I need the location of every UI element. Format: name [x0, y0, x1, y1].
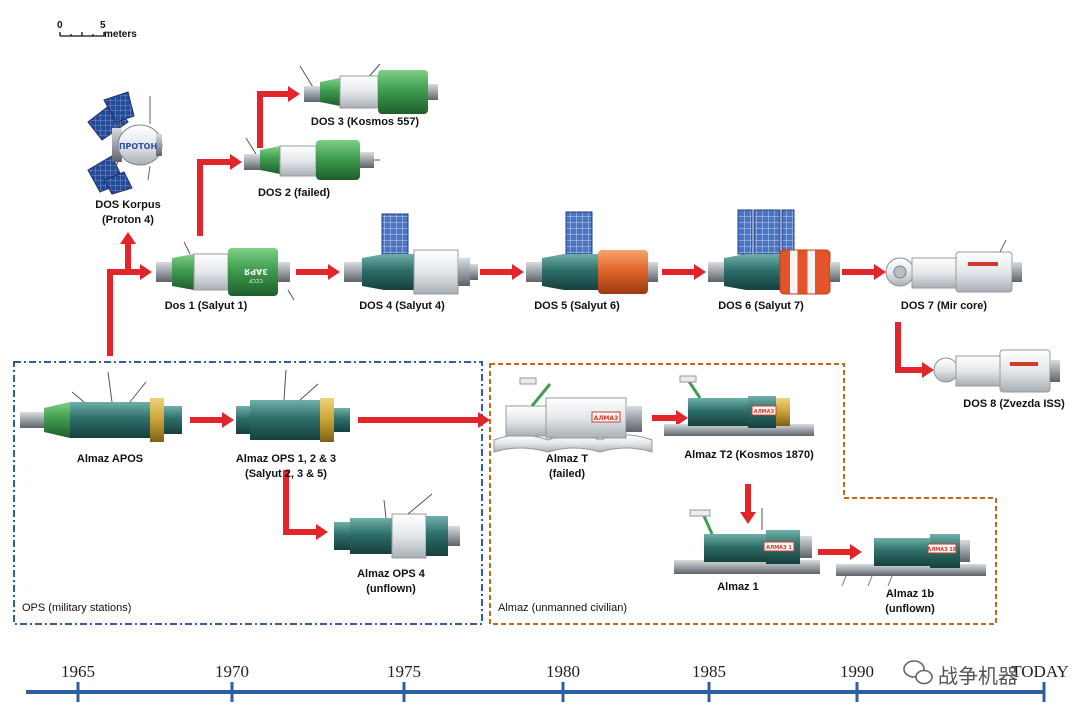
almaz-1-emblem: АЛМАЗ 1	[766, 545, 792, 551]
label-dos-8: DOS 8 (Zvezda ISS)	[963, 398, 1065, 410]
year-1965: 1965	[61, 662, 95, 681]
station-dos-1: ЗАРЯ СССР	[156, 241, 295, 301]
station-dos-3	[299, 63, 438, 114]
station-dos-4	[344, 213, 478, 295]
ops-group-label: OPS (military stations)	[22, 602, 132, 614]
label-dos-2: DOS 2 (failed)	[257, 187, 331, 199]
proton-emblem: ПРОТОН	[119, 142, 157, 151]
station-dos-8	[933, 349, 1060, 393]
scale-unit: meters	[104, 29, 137, 40]
station-almaz-t2: АЛМАЗ	[664, 375, 814, 436]
station-dos-korpus: ПРОТОН	[87, 91, 163, 195]
year-today: TODAY	[1011, 662, 1069, 681]
station-almaz-t: АЛМАЗ	[493, 377, 653, 453]
station-almaz-ops-4	[334, 493, 460, 559]
label-almaz-1: Almaz 1	[717, 581, 759, 593]
label-dos-6: DOS 6 (Salyut 7)	[718, 300, 804, 312]
label-dos-4: DOS 4 (Salyut 4)	[359, 300, 445, 312]
label-almaz-apos: Almaz APOS	[76, 453, 144, 465]
label-dos-korpus: DOS Korpus(Proton 4)	[95, 199, 161, 226]
wechat-icon	[903, 660, 933, 685]
label-almaz-ops-123: Almaz OPS 1, 2 & 3(Salyut 2, 3 & 5)	[235, 453, 337, 480]
station-almaz-1: АЛМАЗ 1	[674, 508, 820, 574]
watermark-text: 战争机器	[938, 664, 1018, 688]
almaz-group-border	[489, 363, 997, 625]
station-almaz-apos	[20, 371, 182, 442]
station-dos-2	[244, 137, 380, 180]
lineage-arrows	[107, 86, 934, 560]
label-almaz-ops-4: Almaz OPS 4(unflown)	[357, 568, 425, 595]
station-almaz-1b: АЛМАЗ 1Б	[836, 534, 986, 587]
almaz-t2-emblem: АЛМАЗ	[754, 409, 775, 415]
year-1990: 1990	[840, 662, 874, 681]
label-dos-1: Dos 1 (Salyut 1)	[164, 300, 248, 312]
scale-bar	[59, 32, 105, 37]
label-almaz-t2: Almaz T2 (Kosmos 1870)	[684, 449, 814, 461]
station-dos-7	[885, 239, 1022, 293]
station-dos-6	[708, 209, 840, 295]
year-1980: 1980	[546, 662, 580, 681]
label-almaz-1b: Almaz 1b(unflown)	[885, 588, 935, 615]
label-dos-5: DOS 5 (Salyut 6)	[534, 300, 620, 312]
station-almaz-ops-123	[236, 369, 350, 442]
label-dos-7: DOS 7 (Mir core)	[900, 300, 988, 312]
ops-group-border	[13, 361, 483, 625]
label-dos-3: DOS 3 (Kosmos 557)	[310, 116, 420, 128]
almaz-1b-emblem: АЛМАЗ 1Б	[927, 547, 957, 553]
year-1975: 1975	[387, 662, 421, 681]
ussr-emblem: СССР	[249, 277, 263, 283]
almaz-group-label: Almaz (unmanned civilian)	[498, 602, 627, 614]
label-almaz-t: Almaz T(failed)	[545, 453, 589, 480]
zarya-emblem: ЗАРЯ	[244, 267, 268, 276]
almaz-t-emblem: АЛМАЗ	[594, 415, 619, 422]
scale-end: 5	[100, 20, 106, 31]
year-1985: 1985	[692, 662, 726, 681]
year-1970: 1970	[215, 662, 249, 681]
station-dos-5	[526, 211, 658, 294]
scale-start: 0	[57, 20, 63, 31]
timeline	[26, 682, 1046, 702]
